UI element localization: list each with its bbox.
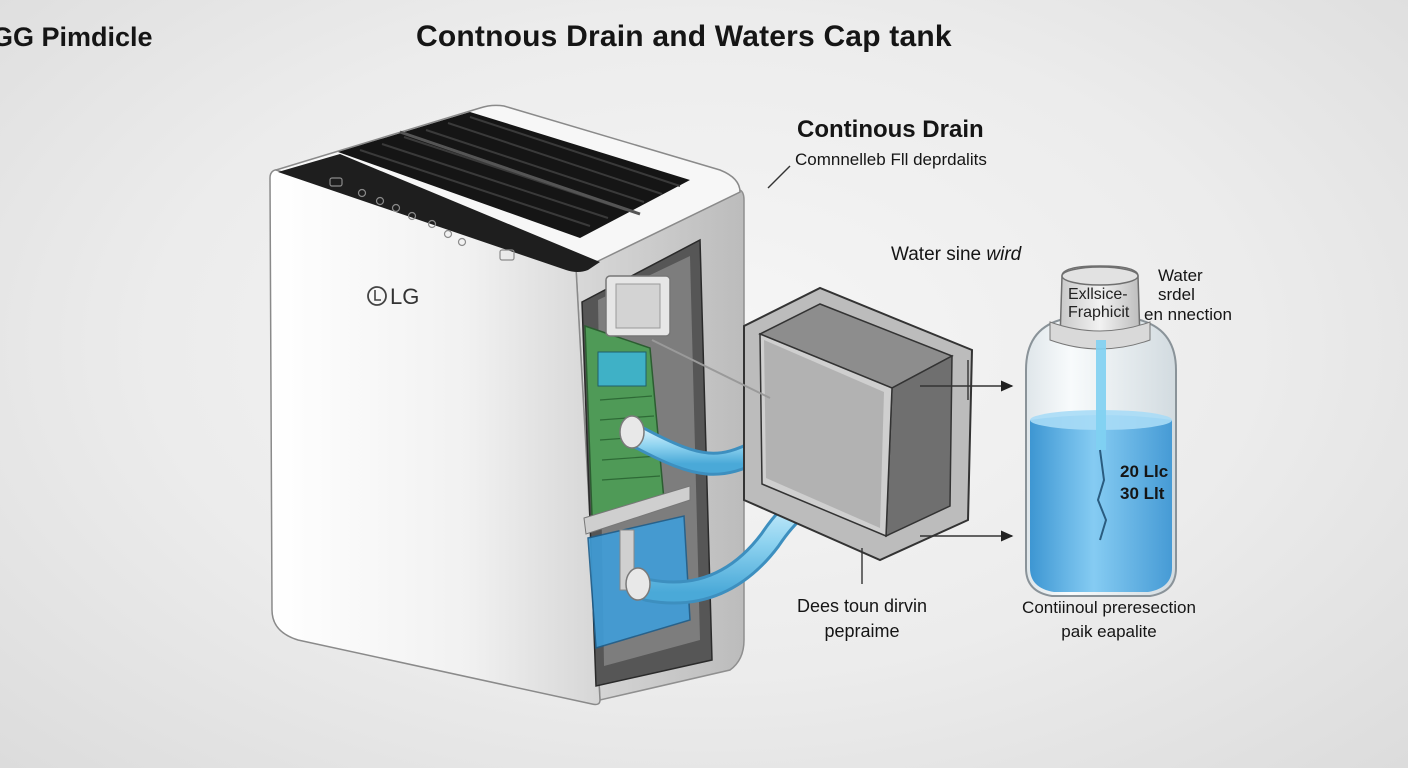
drive-callout-line-2: pepraime bbox=[824, 621, 900, 641]
protection-callout: Contiinoul preresection paik eapalite bbox=[1014, 596, 1204, 644]
cap-label: Exllsice- bbox=[1068, 286, 1128, 303]
lg-logo-icon bbox=[367, 286, 387, 306]
protection-callout-line-2: paik eapalite bbox=[1061, 622, 1157, 641]
water-callout-line-1: Water bbox=[1158, 266, 1203, 285]
water-callout-line-2: srdel bbox=[1158, 285, 1195, 304]
page-title: Contnous Drain and Waters Cap tank bbox=[416, 20, 952, 53]
water-line-emphasis: wird bbox=[986, 244, 1022, 265]
connection-label: en nnection bbox=[1144, 305, 1232, 324]
water-line-label: Water sine wird bbox=[891, 244, 1021, 266]
water-line-text: Water sine bbox=[891, 244, 982, 265]
drain-box bbox=[651, 286, 974, 562]
protection-callout-line-1: Contiinoul preresection bbox=[1022, 598, 1196, 617]
level-marker-20: 20 Llc bbox=[1120, 462, 1169, 481]
top-vent-grille bbox=[338, 112, 690, 238]
water-callout: Water srdel bbox=[1158, 266, 1203, 304]
drive-callout: Dees toun dirvin pepraime bbox=[791, 594, 933, 644]
cap-label-2: Fraphicit bbox=[1068, 304, 1130, 321]
tank-water bbox=[1030, 415, 1172, 592]
brand-title: GG Pimdicle bbox=[0, 22, 153, 52]
continuous-drain-subtitle: Comnnelleb Fll deprdalits bbox=[795, 150, 987, 169]
continuous-drain-heading: Continous Drain bbox=[797, 116, 984, 143]
drive-callout-line-1: Dees toun dirvin bbox=[796, 596, 928, 616]
water-tank bbox=[1025, 265, 1177, 597]
level-marker-30: 30 Llt bbox=[1120, 484, 1165, 503]
control-buttons bbox=[329, 177, 515, 261]
control-panel bbox=[278, 154, 600, 272]
device-logo: LG bbox=[390, 284, 420, 309]
leader-lines bbox=[767, 165, 1014, 584]
